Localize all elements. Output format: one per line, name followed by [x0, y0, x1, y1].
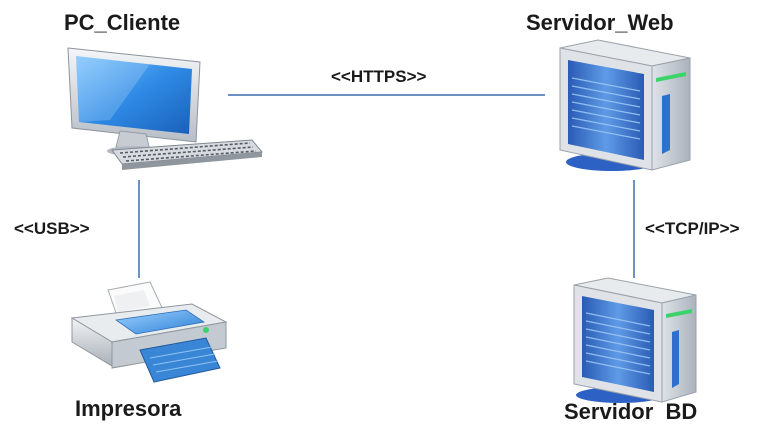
- database-server-label: Servidor BD: [564, 399, 698, 424]
- tcpip-connection-label: <<TCP/IP>>: [645, 219, 740, 238]
- pc-client-label: PC_Cliente: [64, 10, 181, 35]
- web-server-label: Servidor_Web: [526, 10, 674, 35]
- usb-connection-label: <<USB>>: [14, 219, 90, 238]
- database-server-icon: [573, 277, 697, 403]
- printer-label: Impresora: [75, 396, 182, 421]
- printer-icon: [70, 281, 228, 383]
- web-server-icon: [559, 39, 691, 171]
- pc-client-icon: [67, 47, 263, 170]
- https-connection-label: <<HTTPS>>: [331, 67, 427, 86]
